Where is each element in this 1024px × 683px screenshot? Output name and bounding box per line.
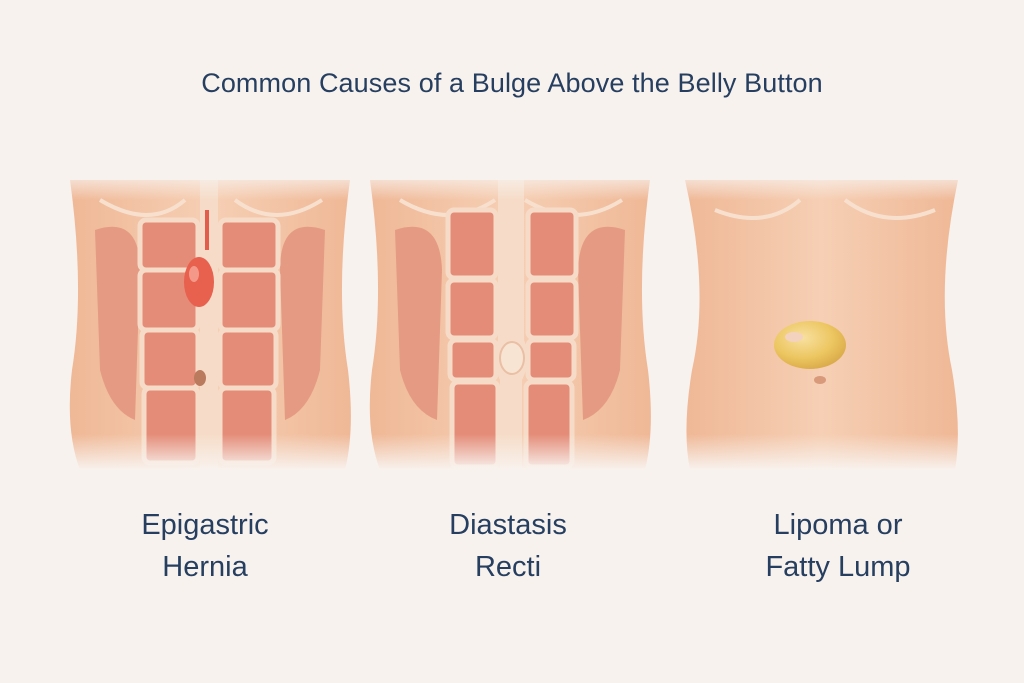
epigastric-hernia-illustration: [60, 170, 360, 470]
epigastric-hernia-label: Epigastric Hernia: [55, 504, 355, 588]
label-line-1: Epigastric: [141, 509, 269, 541]
lipoma-label: Lipoma or Fatty Lump: [688, 504, 988, 588]
label-line-1: Lipoma or: [773, 509, 903, 541]
label-line-2: Fatty Lump: [765, 551, 911, 583]
lipoma-illustration: [670, 170, 970, 470]
label-line-2: Recti: [474, 551, 542, 583]
diastasis-recti-label: Diastasis Recti: [358, 504, 658, 588]
label-line-1: Diastasis: [449, 509, 567, 541]
page-title: Common Causes of a Bulge Above the Belly…: [201, 68, 823, 98]
label-line-2: Hernia: [162, 551, 248, 583]
diastasis-recti-illustration: [360, 170, 660, 470]
